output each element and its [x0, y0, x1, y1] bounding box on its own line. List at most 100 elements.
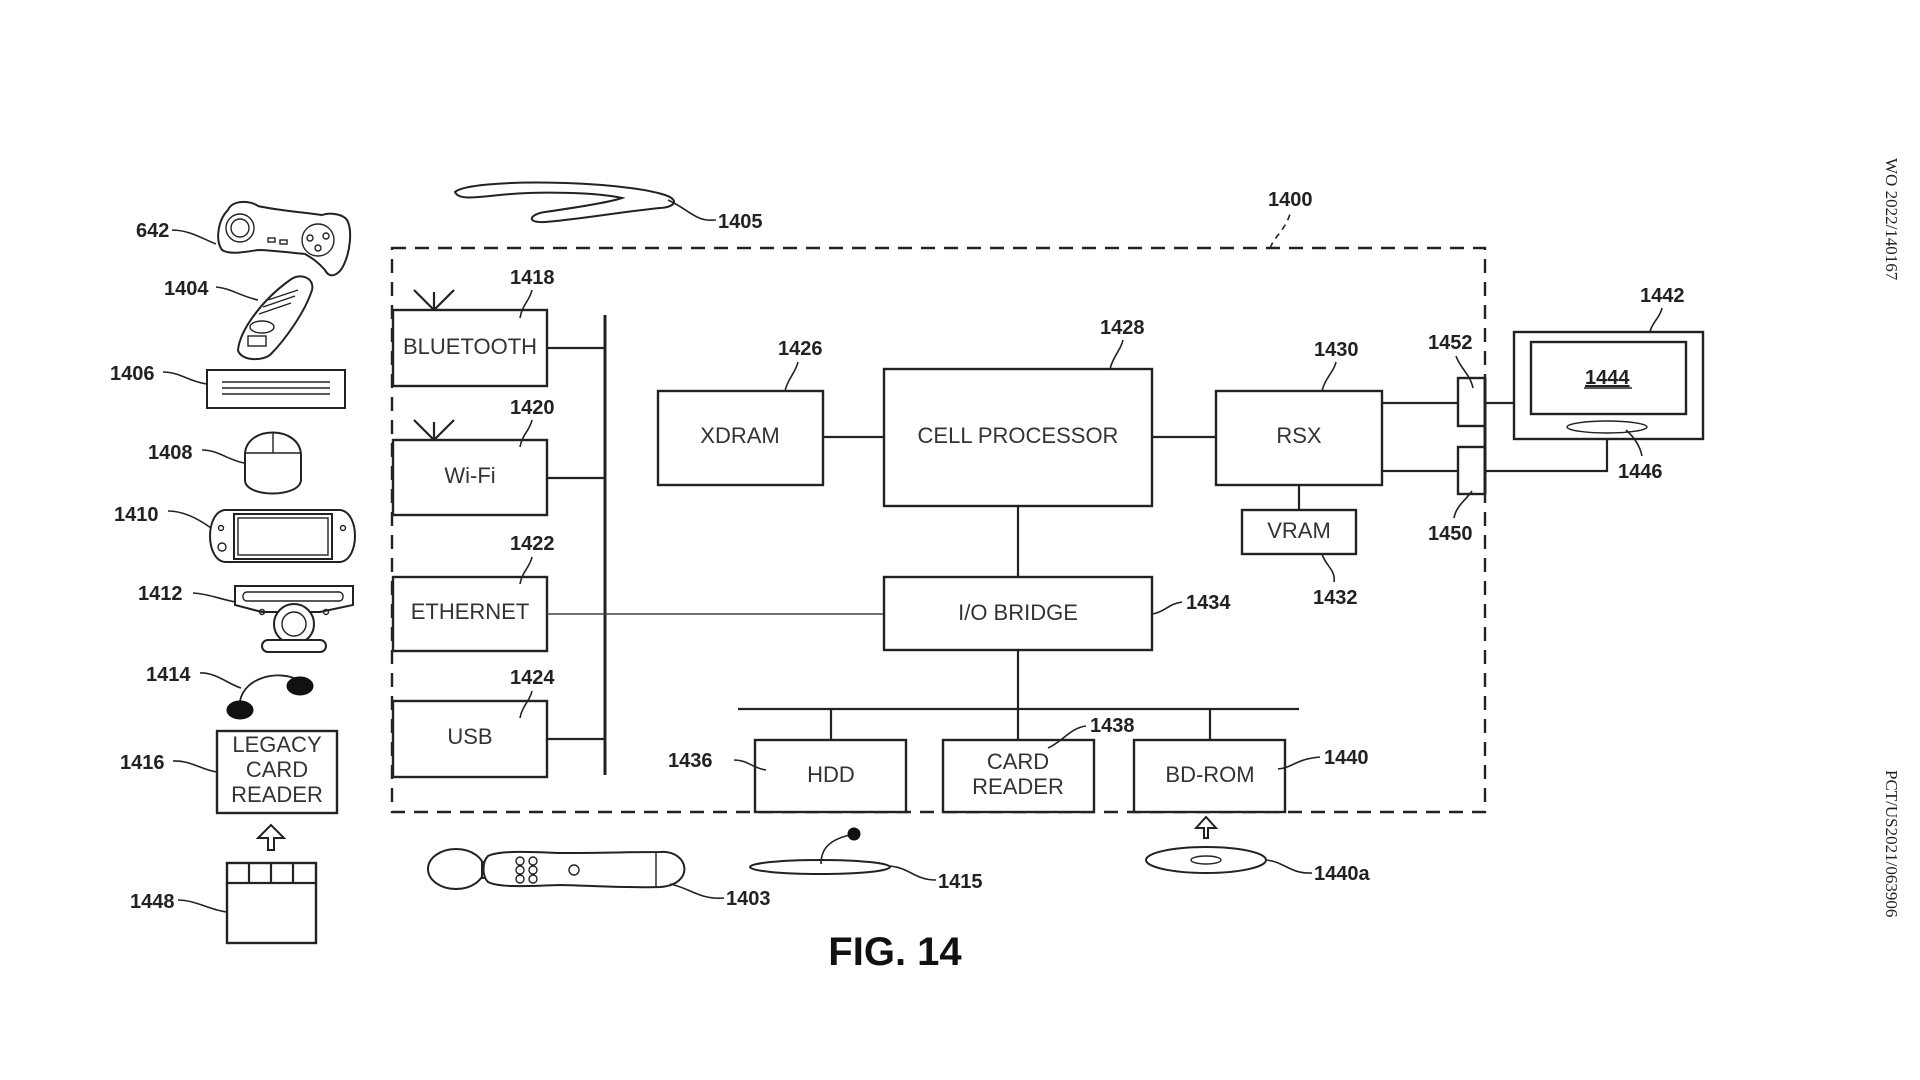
bdrom-leader: [1277, 756, 1321, 770]
disc-ref: 1440a: [1314, 863, 1370, 885]
system-leader: [1269, 213, 1291, 249]
vram-label: VRAM: [1267, 518, 1331, 543]
tv-leader: [1649, 307, 1663, 333]
camera-leader: [192, 592, 237, 603]
speaker-ref: 1446: [1618, 461, 1663, 483]
microphone-icon: [749, 827, 891, 875]
memory-card-leader: [177, 899, 228, 913]
headband-icon: [453, 181, 675, 224]
bdrom-ref: 1440: [1324, 747, 1369, 769]
motion-controller-ref: 1403: [726, 888, 771, 910]
cell-processor-label: CELL PROCESSOR: [918, 423, 1119, 448]
card-reader-label-2: READER: [972, 774, 1064, 799]
io-bridge-leader: [1151, 601, 1183, 615]
vram-block: VRAM: [1240, 508, 1358, 556]
publication-number: WO 2022/140167: [1882, 158, 1901, 281]
bluetooth-leader: [519, 289, 533, 319]
microphone-ref: 1415: [938, 871, 983, 893]
handheld-leader: [167, 510, 212, 529]
disc-leader: [1265, 859, 1313, 874]
keyboard-ref: 1406: [110, 363, 155, 385]
camera-icon: [234, 585, 354, 653]
cell-processor-ref: 1428: [1100, 317, 1145, 339]
keyboard-leader: [162, 371, 208, 385]
rsx-label: RSX: [1276, 423, 1322, 448]
usb-label: USB: [447, 724, 492, 749]
ethernet-label: ETHERNET: [411, 599, 530, 624]
screen-ref: 1444: [1585, 367, 1630, 389]
ethernet-block: ETHERNET: [391, 575, 549, 653]
speaker-leader: [1625, 429, 1643, 457]
bluetooth-ref: 1418: [510, 267, 555, 289]
tv-icon: [1512, 330, 1705, 441]
bluetooth-block: BLUETOOTH: [391, 308, 549, 388]
xdram-leader: [784, 361, 799, 392]
port-lower: [1456, 445, 1487, 496]
port-upper-ref: 1452: [1428, 332, 1473, 354]
remote-leader: [215, 286, 259, 301]
mouse-ref: 1408: [148, 442, 193, 464]
headset-icon: [226, 674, 314, 720]
antenna-icon: [413, 289, 455, 311]
application-number: PCT/US2021/063906: [1882, 770, 1901, 917]
microphone-leader: [889, 865, 937, 881]
legacy-card-reader-block: LEGACY CARD READER: [215, 729, 339, 815]
card-reader-ref: 1438: [1090, 715, 1135, 737]
camera-ref: 1412: [138, 583, 183, 605]
wifi-block: Wi-Fi: [391, 438, 549, 517]
gamepad-icon: [217, 200, 352, 277]
up-arrow-icon: [255, 823, 287, 851]
hdd-ref: 1436: [668, 750, 713, 772]
hdd-label: HDD: [807, 762, 855, 787]
hdd-leader: [733, 759, 767, 771]
tv-ref: 1442: [1640, 285, 1685, 307]
rsx-leader: [1321, 361, 1337, 392]
io-bridge-label: I/O BRIDGE: [958, 600, 1078, 625]
legacy-card-reader-leader: [172, 760, 218, 773]
headband-leader: [667, 199, 717, 221]
wifi-leader: [519, 419, 533, 448]
usb-leader: [519, 690, 533, 719]
cell-processor-block: CELL PROCESSOR: [882, 367, 1154, 508]
legacy-card-reader-label-3: READER: [231, 782, 323, 807]
motion-controller-icon: [427, 848, 686, 890]
mouse-icon: [244, 431, 302, 495]
handheld-ref: 1410: [114, 504, 159, 526]
card-reader-leader: [1047, 725, 1087, 749]
card-reader-block: CARD READER: [941, 738, 1096, 814]
gamepad-ref: 642: [136, 220, 169, 242]
xdram-ref: 1426: [778, 338, 823, 360]
io-bridge-ref: 1434: [1186, 592, 1231, 614]
headband-ref: 1405: [718, 211, 763, 233]
cell-processor-leader: [1109, 339, 1124, 370]
headset-leader: [199, 672, 242, 689]
remote-control-icon: [236, 275, 314, 361]
wifi-label: Wi-Fi: [444, 463, 495, 488]
port-upper-leader: [1455, 355, 1474, 389]
headset-ref: 1414: [146, 664, 191, 686]
port-upper: [1456, 376, 1487, 428]
ethernet-ref: 1422: [510, 533, 555, 555]
disc-icon: [1145, 846, 1267, 874]
wifi-ref: 1420: [510, 397, 555, 419]
card-reader-label-1: CARD: [987, 749, 1049, 774]
legacy-card-reader-ref: 1416: [120, 752, 165, 774]
bdrom-label: BD-ROM: [1165, 762, 1254, 787]
system-ref: 1400: [1268, 189, 1313, 211]
bluetooth-label: BLUETOOTH: [403, 334, 537, 359]
motion-controller-leader: [669, 883, 725, 899]
memory-card-ref: 1448: [130, 891, 175, 913]
xdram-label: XDRAM: [700, 423, 779, 448]
remote-ref: 1404: [164, 278, 209, 300]
mouse-leader: [201, 449, 245, 464]
memory-card-icon: [225, 861, 318, 945]
vram-leader: [1321, 553, 1335, 583]
handheld-console-icon: [209, 509, 356, 563]
port-tv-audio-link: [1485, 439, 1609, 473]
figure-title: FIG. 14: [828, 930, 962, 974]
port-lower-leader: [1453, 490, 1473, 519]
usb-block: USB: [391, 699, 549, 779]
legacy-card-reader-label-2: CARD: [246, 757, 308, 782]
ethernet-leader: [519, 556, 533, 585]
